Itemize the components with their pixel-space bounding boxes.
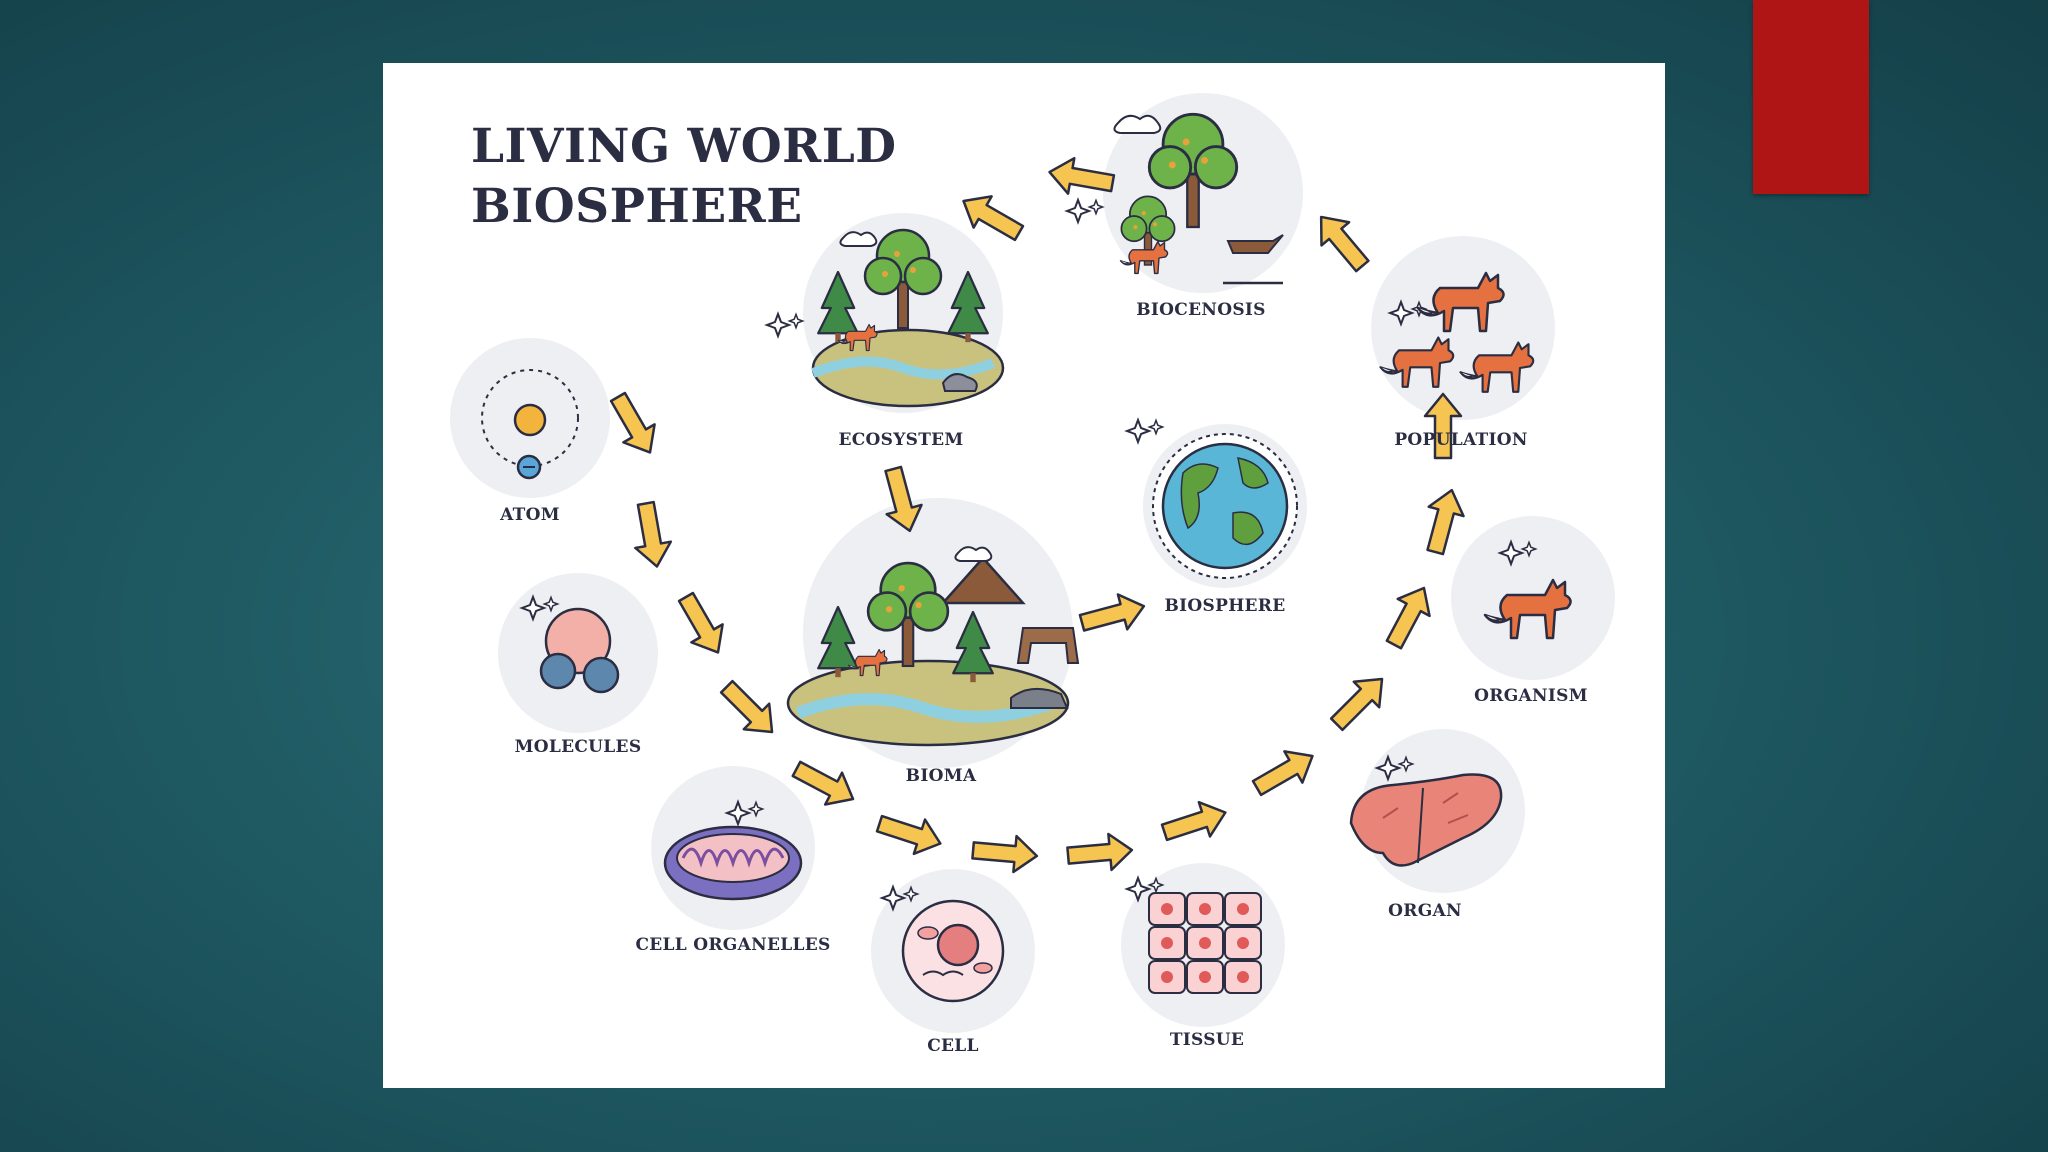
label-cell: CELL bbox=[927, 1036, 979, 1056]
label-bioma: BIOMA bbox=[905, 766, 977, 786]
liver-icon bbox=[1349, 755, 1503, 867]
mitochondria-icon bbox=[663, 800, 803, 901]
diagram-panel: LIVING WORLD BIOSPHERE ATOM MOLECULES CE… bbox=[383, 63, 1665, 1088]
title-line-2: BIOSPHERE bbox=[471, 179, 803, 234]
label-ecosystem: ECOSYSTEM bbox=[838, 430, 964, 450]
flow-arrows bbox=[601, 153, 1471, 876]
earth-icon bbox=[1125, 418, 1298, 579]
ecosystem-icon bbox=[765, 228, 1005, 408]
label-biocenosis: BIOCENOSIS bbox=[1136, 300, 1266, 320]
tissue-icon bbox=[1125, 876, 1262, 994]
slide-accent-bar bbox=[1753, 0, 1869, 194]
label-biosphere: BIOSPHERE bbox=[1164, 596, 1286, 616]
label-organism: ORGANISM bbox=[1474, 686, 1588, 706]
label-molecules: MOLECULES bbox=[514, 737, 642, 757]
label-organ: ORGAN bbox=[1388, 901, 1462, 921]
label-population: POPULATION bbox=[1394, 430, 1528, 450]
atom-icon bbox=[481, 369, 579, 480]
title-line-1: LIVING WORLD bbox=[471, 119, 897, 174]
label-cell-organelles: CELL ORGANELLES bbox=[635, 935, 831, 955]
label-atom: ATOM bbox=[500, 505, 560, 525]
molecules-icon bbox=[520, 595, 620, 694]
bioma-icon bbox=[786, 546, 1080, 747]
label-tissue: TISSUE bbox=[1169, 1030, 1245, 1050]
diagram-title: LIVING WORLD BIOSPHERE bbox=[471, 117, 897, 237]
biosphere-diagram bbox=[450, 93, 1615, 1033]
biocenosis-icon bbox=[1065, 112, 1284, 285]
cell-icon bbox=[880, 885, 1005, 1003]
